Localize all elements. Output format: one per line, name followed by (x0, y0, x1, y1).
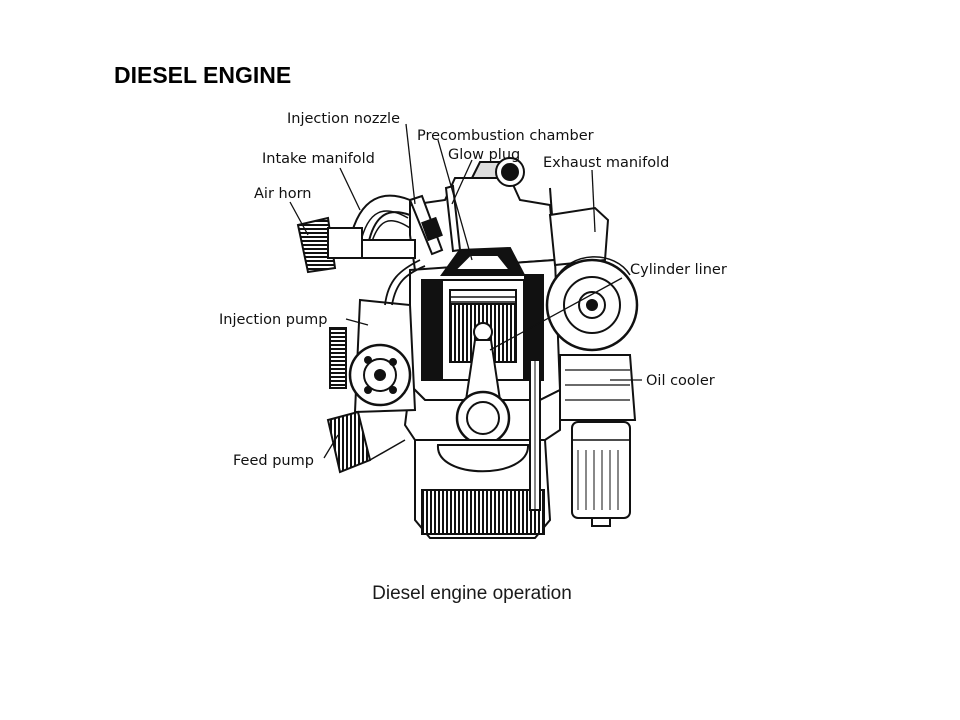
label-oil-cooler: Oil cooler (646, 373, 715, 389)
label-injection-pump: Injection pump (219, 312, 328, 328)
exhaust-manifold-part (548, 206, 610, 267)
leader-exhaust-manifold (591, 169, 596, 233)
engine-drawing: Injection nozzle Precombustion chamber I… (219, 111, 727, 539)
label-cylinder-liner: Cylinder liner (630, 262, 727, 278)
figure-caption: Diesel engine operation (372, 583, 572, 604)
engine-cutaway-diagram: Injection nozzle Precombustion chamber I… (210, 100, 750, 550)
leader-glow-plug (451, 159, 473, 205)
label-air-horn: Air horn (254, 186, 311, 202)
leader-precombustion-chamber (437, 139, 473, 261)
air-horn (296, 216, 337, 274)
leader-feed-pump (323, 434, 339, 459)
leader-lines (289, 123, 642, 459)
exhaust-side (545, 187, 639, 527)
engine-body (403, 157, 562, 539)
intake-side (296, 184, 462, 474)
oil-cooler-part (559, 354, 637, 421)
wrist-pin (473, 322, 493, 342)
leader-intake-manifold (339, 167, 361, 211)
callout-labels: Injection nozzle Precombustion chamber I… (219, 111, 727, 469)
intake-manifold (348, 194, 411, 247)
page-title: DIESEL ENGINE (114, 62, 292, 88)
label-feed-pump: Feed pump (233, 453, 314, 469)
leader-injection-pump (345, 318, 369, 326)
label-precombustion-chamber: Precombustion chamber (417, 128, 594, 144)
leader-cylinder-liner (489, 277, 623, 351)
label-injection-nozzle: Injection nozzle (287, 111, 400, 127)
oil-filter (571, 421, 631, 519)
leader-injection-nozzle (405, 123, 416, 205)
label-glow-plug: Glow plug (448, 147, 520, 163)
label-intake-manifold: Intake manifold (262, 151, 375, 167)
leader-air-horn (289, 201, 309, 236)
label-exhaust-manifold: Exhaust manifold (543, 155, 669, 171)
